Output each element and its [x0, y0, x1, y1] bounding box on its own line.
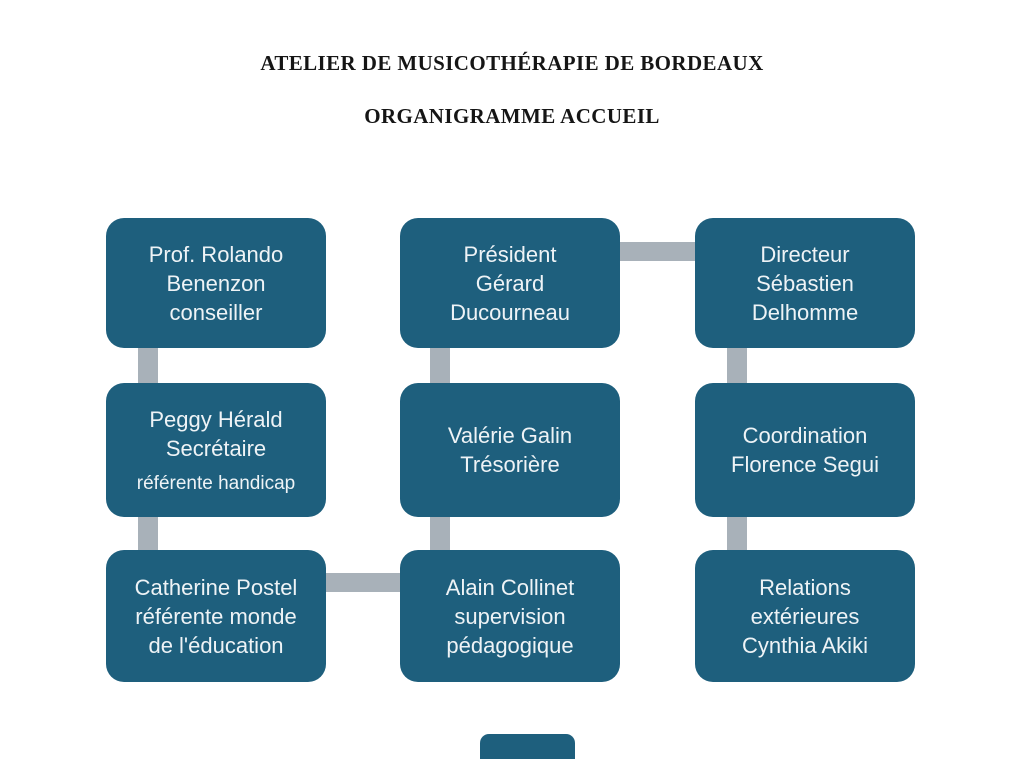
org-box-line: Relations [759, 574, 851, 600]
org-box-directeur: Directeur Sébastien Delhomme [695, 218, 915, 348]
org-box-line: Secrétaire [165, 435, 267, 461]
connector-president-directeur [612, 242, 702, 261]
partial-box-cutoff [480, 734, 575, 759]
org-box-relations-exterieures: Relations extérieures Cynthia Akiki [695, 550, 915, 682]
org-box-referente-education: Catherine Postel référente monde de l'éd… [106, 550, 326, 682]
org-box-line: Florence Segui [731, 452, 879, 477]
connector-secretaire-referente-education [138, 509, 158, 557]
page-subtitle: ORGANIGRAMME ACCUEIL [364, 104, 660, 128]
org-box-line: Cynthia Akiki [742, 632, 868, 658]
org-box-line: Directeur [760, 241, 850, 267]
org-box-line: Ducourneau [450, 299, 570, 325]
org-box-line: pédagogique [446, 632, 574, 658]
org-box-line: de l'éducation [148, 632, 284, 658]
org-box-secretaire: Peggy Hérald Secrétaire référente handic… [106, 383, 326, 517]
org-box-line: référente handicap [136, 472, 296, 494]
connector-directeur-coordination [727, 340, 747, 390]
org-box-supervision: Alain Collinet supervision pédagogique [400, 550, 620, 682]
org-box-line: Catherine Postel [134, 574, 298, 600]
org-box-line: référente monde [135, 603, 297, 629]
org-box-president: Président Gérard Ducourneau [400, 218, 620, 348]
connector-conseiller-secretaire [138, 340, 158, 390]
page-title: ATELIER DE MUSICOTHÉRAPIE DE BORDEAUX [260, 51, 764, 75]
org-box-tresoriere: Valérie Galin Trésorière [400, 383, 620, 517]
org-box-line: conseiller [169, 299, 263, 325]
connector-coordination-relations [727, 509, 747, 557]
org-box-line: supervision [454, 603, 566, 629]
org-box-line: Peggy Hérald [149, 406, 283, 432]
org-box-conseiller: Prof. Rolando Benenzon conseiller [106, 218, 326, 348]
org-box-line: Gérard [475, 270, 545, 296]
org-box-line: Delhomme [751, 299, 859, 325]
connector-referente-supervision [318, 573, 408, 592]
org-box-line: Valérie Galin [447, 423, 573, 448]
org-box-line: Alain Collinet [445, 574, 575, 600]
connector-tresoriere-supervision [430, 509, 450, 557]
org-box-coordination: Coordination Florence Segui [695, 383, 915, 517]
connector-president-tresoriere [430, 340, 450, 390]
org-box-line: Benenzon [166, 270, 266, 296]
org-box-line: Coordination [742, 423, 868, 448]
org-box-line: Prof. Rolando [148, 241, 284, 267]
org-box-line: Sébastien [756, 270, 854, 296]
org-box-line: Trésorière [460, 452, 560, 477]
org-box-line: extérieures [750, 603, 860, 629]
org-box-line: Président [463, 241, 557, 267]
